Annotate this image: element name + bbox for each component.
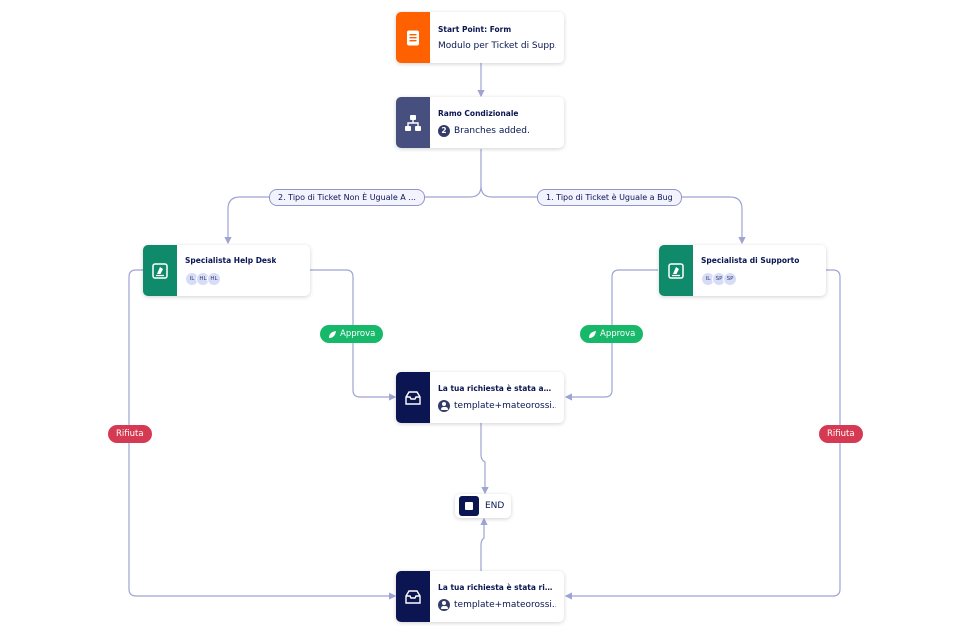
approve-tag-label: Approva (600, 329, 636, 339)
approval-helpdesk-assignees: IL HL HL (185, 271, 276, 286)
branch-title: Ramo Condizionale (438, 108, 519, 118)
stop-icon (459, 496, 479, 516)
email-rejected-recipient-row: template+mateorossi... (438, 598, 556, 611)
email-rejected-icon-box (396, 571, 430, 622)
approval-supporto-assignees: IL SP SP (701, 271, 799, 286)
user-icon (438, 399, 450, 412)
branch-icon (405, 114, 421, 131)
connector-helpdesk-reject (128, 269, 397, 600)
email-rejected-recipient: template+mateorossi... (454, 599, 556, 610)
branch-subtitle-row: 2 Branches added. (438, 124, 530, 137)
start-form-subtitle: Modulo per Ticket di Supp... (438, 40, 556, 51)
start-form-icon-box (396, 12, 430, 63)
start-form-node[interactable]: Start Point: Form Modulo per Ticket di S… (396, 12, 564, 63)
start-form-title: Start Point: Form (438, 24, 512, 34)
approval-icon (668, 262, 684, 279)
branch-subtitle: Branches added. (454, 125, 530, 136)
reject-tag-left[interactable]: Rifiuta (108, 425, 152, 443)
conditional-branch-node[interactable]: Ramo Condizionale 2 Branches added. (396, 97, 564, 148)
approval-helpdesk-icon-box (143, 245, 177, 296)
approve-tag-left[interactable]: Approva (320, 325, 384, 343)
approval-helpdesk-title: Specialista Help Desk (185, 255, 277, 265)
end-label: END (485, 501, 505, 511)
email-rejected-node[interactable]: La tua richiesta è stata rifiutata templ… (396, 571, 564, 622)
approve-leaf-icon (329, 330, 336, 338)
approval-icon (152, 262, 168, 279)
user-icon (438, 598, 450, 611)
email-rejected-title: La tua richiesta è stata rifiutata (438, 582, 556, 592)
branch-count-badge: 2 (438, 124, 450, 137)
end-node[interactable]: END (455, 494, 512, 518)
connector-branch-right (480, 185, 746, 245)
assignee-avatar: HL (207, 271, 221, 286)
email-icon (405, 390, 421, 405)
approve-tag-label: Approva (340, 329, 376, 339)
connector-approved-end (480, 423, 489, 495)
approval-helpdesk-node[interactable]: Specialista Help Desk IL HL HL (143, 245, 310, 296)
connector-supporto-reject (564, 269, 841, 600)
approve-tag-right[interactable]: Approva (580, 325, 644, 343)
assignee-avatar: SP (723, 271, 737, 286)
branch-icon-box (396, 97, 430, 148)
approval-supporto-node[interactable]: Specialista di Supporto IL SP SP (659, 245, 826, 296)
email-approved-title: La tua richiesta è stata appro... (438, 383, 556, 393)
email-approved-icon-box (396, 372, 430, 423)
form-icon (407, 30, 419, 45)
branch-condition-right[interactable]: 1. Tipo di Ticket è Uguale a Bug (537, 189, 682, 206)
reject-tag-right[interactable]: Rifiuta (819, 425, 863, 443)
approval-supporto-title: Specialista di Supporto (701, 255, 800, 265)
email-icon (405, 589, 421, 604)
email-approved-recipient-row: template+mateorossi... (438, 399, 556, 412)
connector-rejected-end (480, 517, 488, 571)
email-approved-node[interactable]: La tua richiesta è stata appro... templa… (396, 372, 564, 423)
branch-condition-left[interactable]: 2. Tipo di Ticket Non È Uguale A ... (269, 189, 425, 206)
email-approved-recipient: template+mateorossi... (454, 400, 556, 411)
approve-leaf-icon (589, 330, 596, 338)
approval-supporto-icon-box (659, 245, 693, 296)
